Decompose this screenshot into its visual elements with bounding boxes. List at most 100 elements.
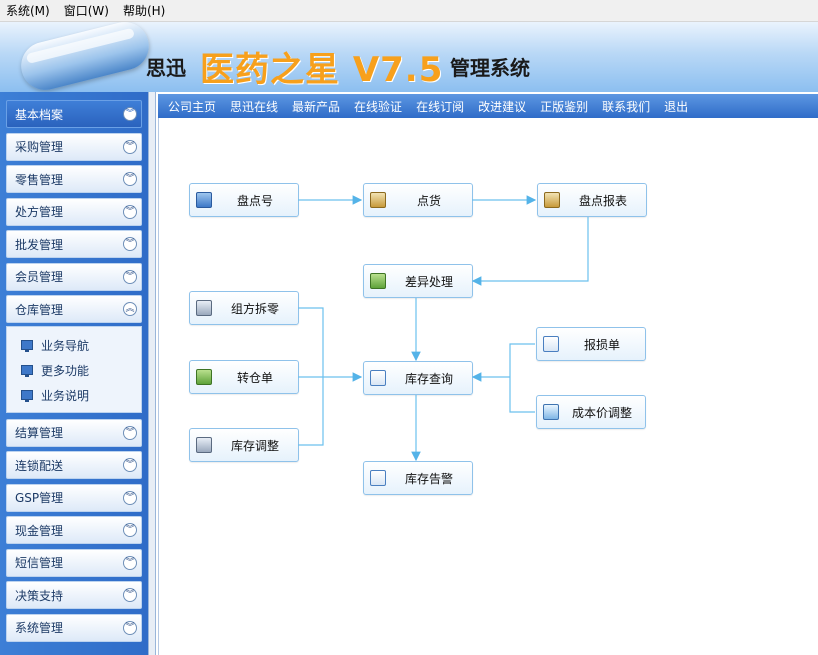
flow-node-inventory-count-no[interactable]: 盘点号 <box>189 183 299 217</box>
chevron-down-icon[interactable]: ︾ <box>123 588 137 602</box>
nav-suggestions[interactable]: 改进建议 <box>478 99 527 114</box>
form-icon <box>196 192 212 208</box>
flow-node-label: 点货 <box>416 193 441 208</box>
flow-node-variance[interactable]: 差异处理 <box>363 264 473 298</box>
sidebar-item-label: 基本档案 <box>15 107 64 122</box>
sidebar-item-basic-files[interactable]: 基本档案 ︾ <box>6 100 142 128</box>
top-nav: 公司主页 思迅在线 最新产品 在线验证 在线订阅 改进建议 正版鉴别 联系我们 … <box>158 94 818 118</box>
chevron-down-icon[interactable]: ︾ <box>123 269 137 284</box>
machine-icon <box>196 300 212 316</box>
sidebar-item-cash[interactable]: 现金管理 ︾ <box>6 516 142 544</box>
sidebar-item-label: 处方管理 <box>15 205 64 219</box>
flow-node-loss-report[interactable]: 报损单 <box>536 327 646 361</box>
chevron-down-icon[interactable]: ︾ <box>123 172 137 186</box>
sidebar-item-label: 现金管理 <box>15 523 64 538</box>
sidebar-item-label: 采购管理 <box>15 140 64 154</box>
adjust-icon <box>196 437 212 453</box>
nav-latest-products[interactable]: 最新产品 <box>292 99 341 114</box>
sidebar-item-label: 系统管理 <box>15 621 64 635</box>
chevron-up-icon[interactable]: ︽ <box>123 302 137 316</box>
flow-node-label: 库存调整 <box>230 438 279 453</box>
sidebar-item-decision[interactable]: 决策支持 ︾ <box>6 581 142 609</box>
chevron-down-icon[interactable]: ︾ <box>123 139 137 154</box>
nav-sixun-online[interactable]: 思迅在线 <box>230 99 279 114</box>
chevron-down-icon[interactable]: ︾ <box>123 458 137 472</box>
sidebar-item-wholesale[interactable]: 批发管理︾ <box>6 230 142 258</box>
sidebar-item-label: 结算管理 <box>15 426 64 440</box>
chevron-down-icon[interactable]: ︾ <box>123 237 137 251</box>
sidebar-item-chain-delivery[interactable]: 连锁配送 ︾ <box>6 451 142 479</box>
flow-node-warehouse-transfer[interactable]: 转仓单 <box>189 360 299 394</box>
flow-node-label: 盘点报表 <box>578 193 627 208</box>
chevron-down-icon[interactable]: ︾ <box>123 620 137 635</box>
nav-genuine-check[interactable]: 正版鉴别 <box>540 99 589 114</box>
chevron-down-icon[interactable]: ︾ <box>123 107 137 121</box>
header-banner: 思迅 医药之星 V7.5 管理系统 <box>0 22 818 92</box>
sidebar-item-member[interactable]: 会员管理︾ <box>6 262 142 291</box>
search-icon <box>370 370 386 386</box>
flow-node-goods-count[interactable]: 点货 <box>363 183 473 217</box>
workflow-canvas: 盘点号 点货 盘点报表 差异处理 组方拆零 转仓单 库存调整 库存查询 报损单 … <box>158 118 818 655</box>
monitor-icon <box>21 340 33 352</box>
nav-contact-us[interactable]: 联系我们 <box>602 99 651 114</box>
sidebar-item-warehouse[interactable]: 仓库管理 ︽ <box>6 295 142 323</box>
sidebar-item-sms[interactable]: 短信管理︾ <box>6 548 142 577</box>
nav-online-verify[interactable]: 在线验证 <box>354 99 403 114</box>
chevron-down-icon[interactable]: ︾ <box>123 523 137 537</box>
product-name: 医药之星 V7.5 <box>200 50 444 90</box>
sidebar-item-system[interactable]: 系统管理 ︾ <box>6 613 142 642</box>
nav-exit[interactable]: 退出 <box>664 99 689 114</box>
flow-node-label: 组方拆零 <box>230 301 279 316</box>
sidebar-item-retail[interactable]: 零售管理 ︾ <box>6 165 142 193</box>
monitor-icon <box>21 390 33 402</box>
sidebar-item-label: GSP管理 <box>15 491 64 505</box>
submenu-item-label: 更多功能 <box>41 363 90 378</box>
sidebar-item-label: 仓库管理 <box>15 302 64 317</box>
menu-system[interactable]: 系统(M) <box>6 4 50 18</box>
menu-window[interactable]: 窗口(W) <box>63 4 109 18</box>
flow-node-stock-alert[interactable]: 库存告警 <box>363 461 473 495</box>
flow-node-label: 成本价调整 <box>571 405 632 420</box>
flow-node-label: 库存查询 <box>404 371 453 386</box>
flow-node-label: 盘点号 <box>236 193 273 208</box>
flow-node-label: 报损单 <box>583 337 620 352</box>
flow-node-stock-adjust[interactable]: 库存调整 <box>189 428 299 462</box>
report-icon <box>544 192 560 208</box>
sidebar: 基本档案 ︾ 采购管理 ︾ 零售管理 ︾ 处方管理 ︾ 批发管理︾ 会员管理︾ 仓库管理… <box>0 92 148 655</box>
window-icon <box>543 336 559 352</box>
warehouse-submenu: 业务导航 更多功能 业务说明 <box>6 325 142 413</box>
flow-node-label: 差异处理 <box>404 274 453 289</box>
submenu-item-label: 业务说明 <box>41 388 90 403</box>
flow-node-count-report[interactable]: 盘点报表 <box>537 183 647 217</box>
submenu-item-business-nav[interactable]: 业务导航 <box>7 333 141 358</box>
box-icon <box>543 404 559 420</box>
sidebar-item-settlement[interactable]: 结算管理 ︾ <box>6 418 142 447</box>
panel-splitter[interactable] <box>148 92 156 655</box>
company-name: 思迅 <box>146 56 186 80</box>
sidebar-item-prescription[interactable]: 处方管理 ︾ <box>6 197 142 226</box>
flow-node-stock-query[interactable]: 库存查询 <box>363 361 473 395</box>
sidebar-item-label: 连锁配送 <box>15 458 64 473</box>
chevron-down-icon[interactable]: ︾ <box>123 204 137 219</box>
sidebar-item-label: 决策支持 <box>15 588 64 603</box>
flow-node-label: 转仓单 <box>236 370 273 385</box>
chevron-down-icon[interactable]: ︾ <box>123 555 137 570</box>
submenu-item-business-notes[interactable]: 业务说明 <box>7 383 141 408</box>
bracket-right-group <box>509 343 535 413</box>
menu-help[interactable]: 帮助(H) <box>122 4 166 18</box>
nav-online-subscribe[interactable]: 在线订阅 <box>416 99 465 114</box>
submenu-item-more-functions[interactable]: 更多功能 <box>7 358 141 383</box>
chevron-down-icon[interactable]: ︾ <box>123 425 137 440</box>
sidebar-item-purchase[interactable]: 采购管理 ︾ <box>6 132 142 161</box>
window-alert-icon <box>370 470 386 486</box>
sidebar-item-label: 零售管理 <box>15 172 64 187</box>
arrow-report-to-variance <box>471 217 589 286</box>
system-name: 管理系统 <box>450 56 530 80</box>
menu-bar: 系统(M) 窗口(W) 帮助(H) <box>0 0 818 22</box>
flow-connectors <box>298 195 589 462</box>
nav-company-home[interactable]: 公司主页 <box>168 99 217 114</box>
sidebar-item-gsp[interactable]: GSP管理 ︾ <box>6 483 142 512</box>
chevron-down-icon[interactable]: ︾ <box>123 490 137 505</box>
flow-node-prescription-split[interactable]: 组方拆零 <box>189 291 299 325</box>
flow-node-cost-adjust[interactable]: 成本价调整 <box>536 395 646 429</box>
